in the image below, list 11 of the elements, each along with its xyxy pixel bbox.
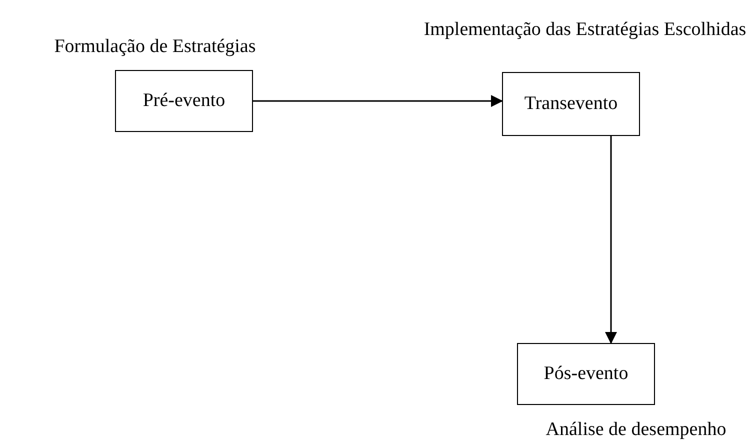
process-box	[115, 70, 253, 132]
process-box	[517, 343, 655, 405]
stage-caption: Análise de desempenho	[544, 418, 728, 442]
stage-caption: Implementação das Estratégias Escolhidas	[422, 18, 748, 42]
box-label: Pré-evento	[142, 88, 226, 113]
box-label: Transevento	[524, 92, 618, 116]
process-box	[502, 72, 640, 136]
box-label: Pós-evento	[544, 362, 628, 386]
arrow	[253, 95, 503, 107]
stage-caption: Formulação de Estratégias	[53, 35, 257, 59]
arrow	[605, 136, 617, 344]
